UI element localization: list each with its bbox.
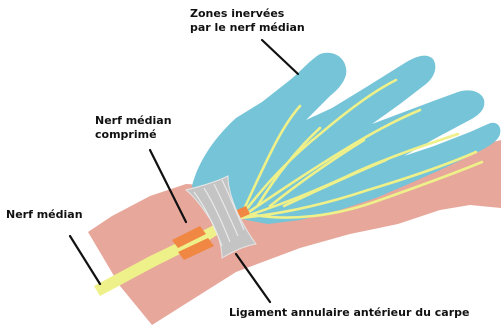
label-zones-line2: par le nerf médian xyxy=(190,21,305,35)
label-zones-line1: Zones inervées xyxy=(190,7,305,21)
label-nerf-median-comprime: Nerf médian comprimé xyxy=(95,114,172,142)
label-nerf-median: Nerf médian xyxy=(6,208,83,222)
pointer-zones xyxy=(262,40,298,74)
label-zones-innervees: Zones inervées par le nerf médian xyxy=(190,7,305,35)
label-comprime-line1: Nerf médian xyxy=(95,114,172,128)
label-comprime-line2: comprimé xyxy=(95,128,172,142)
label-nerf-median-text: Nerf médian xyxy=(6,208,83,222)
label-ligament-text: Ligament annulaire antérieur du carpe xyxy=(229,306,469,320)
label-ligament: Ligament annulaire antérieur du carpe xyxy=(229,306,469,320)
